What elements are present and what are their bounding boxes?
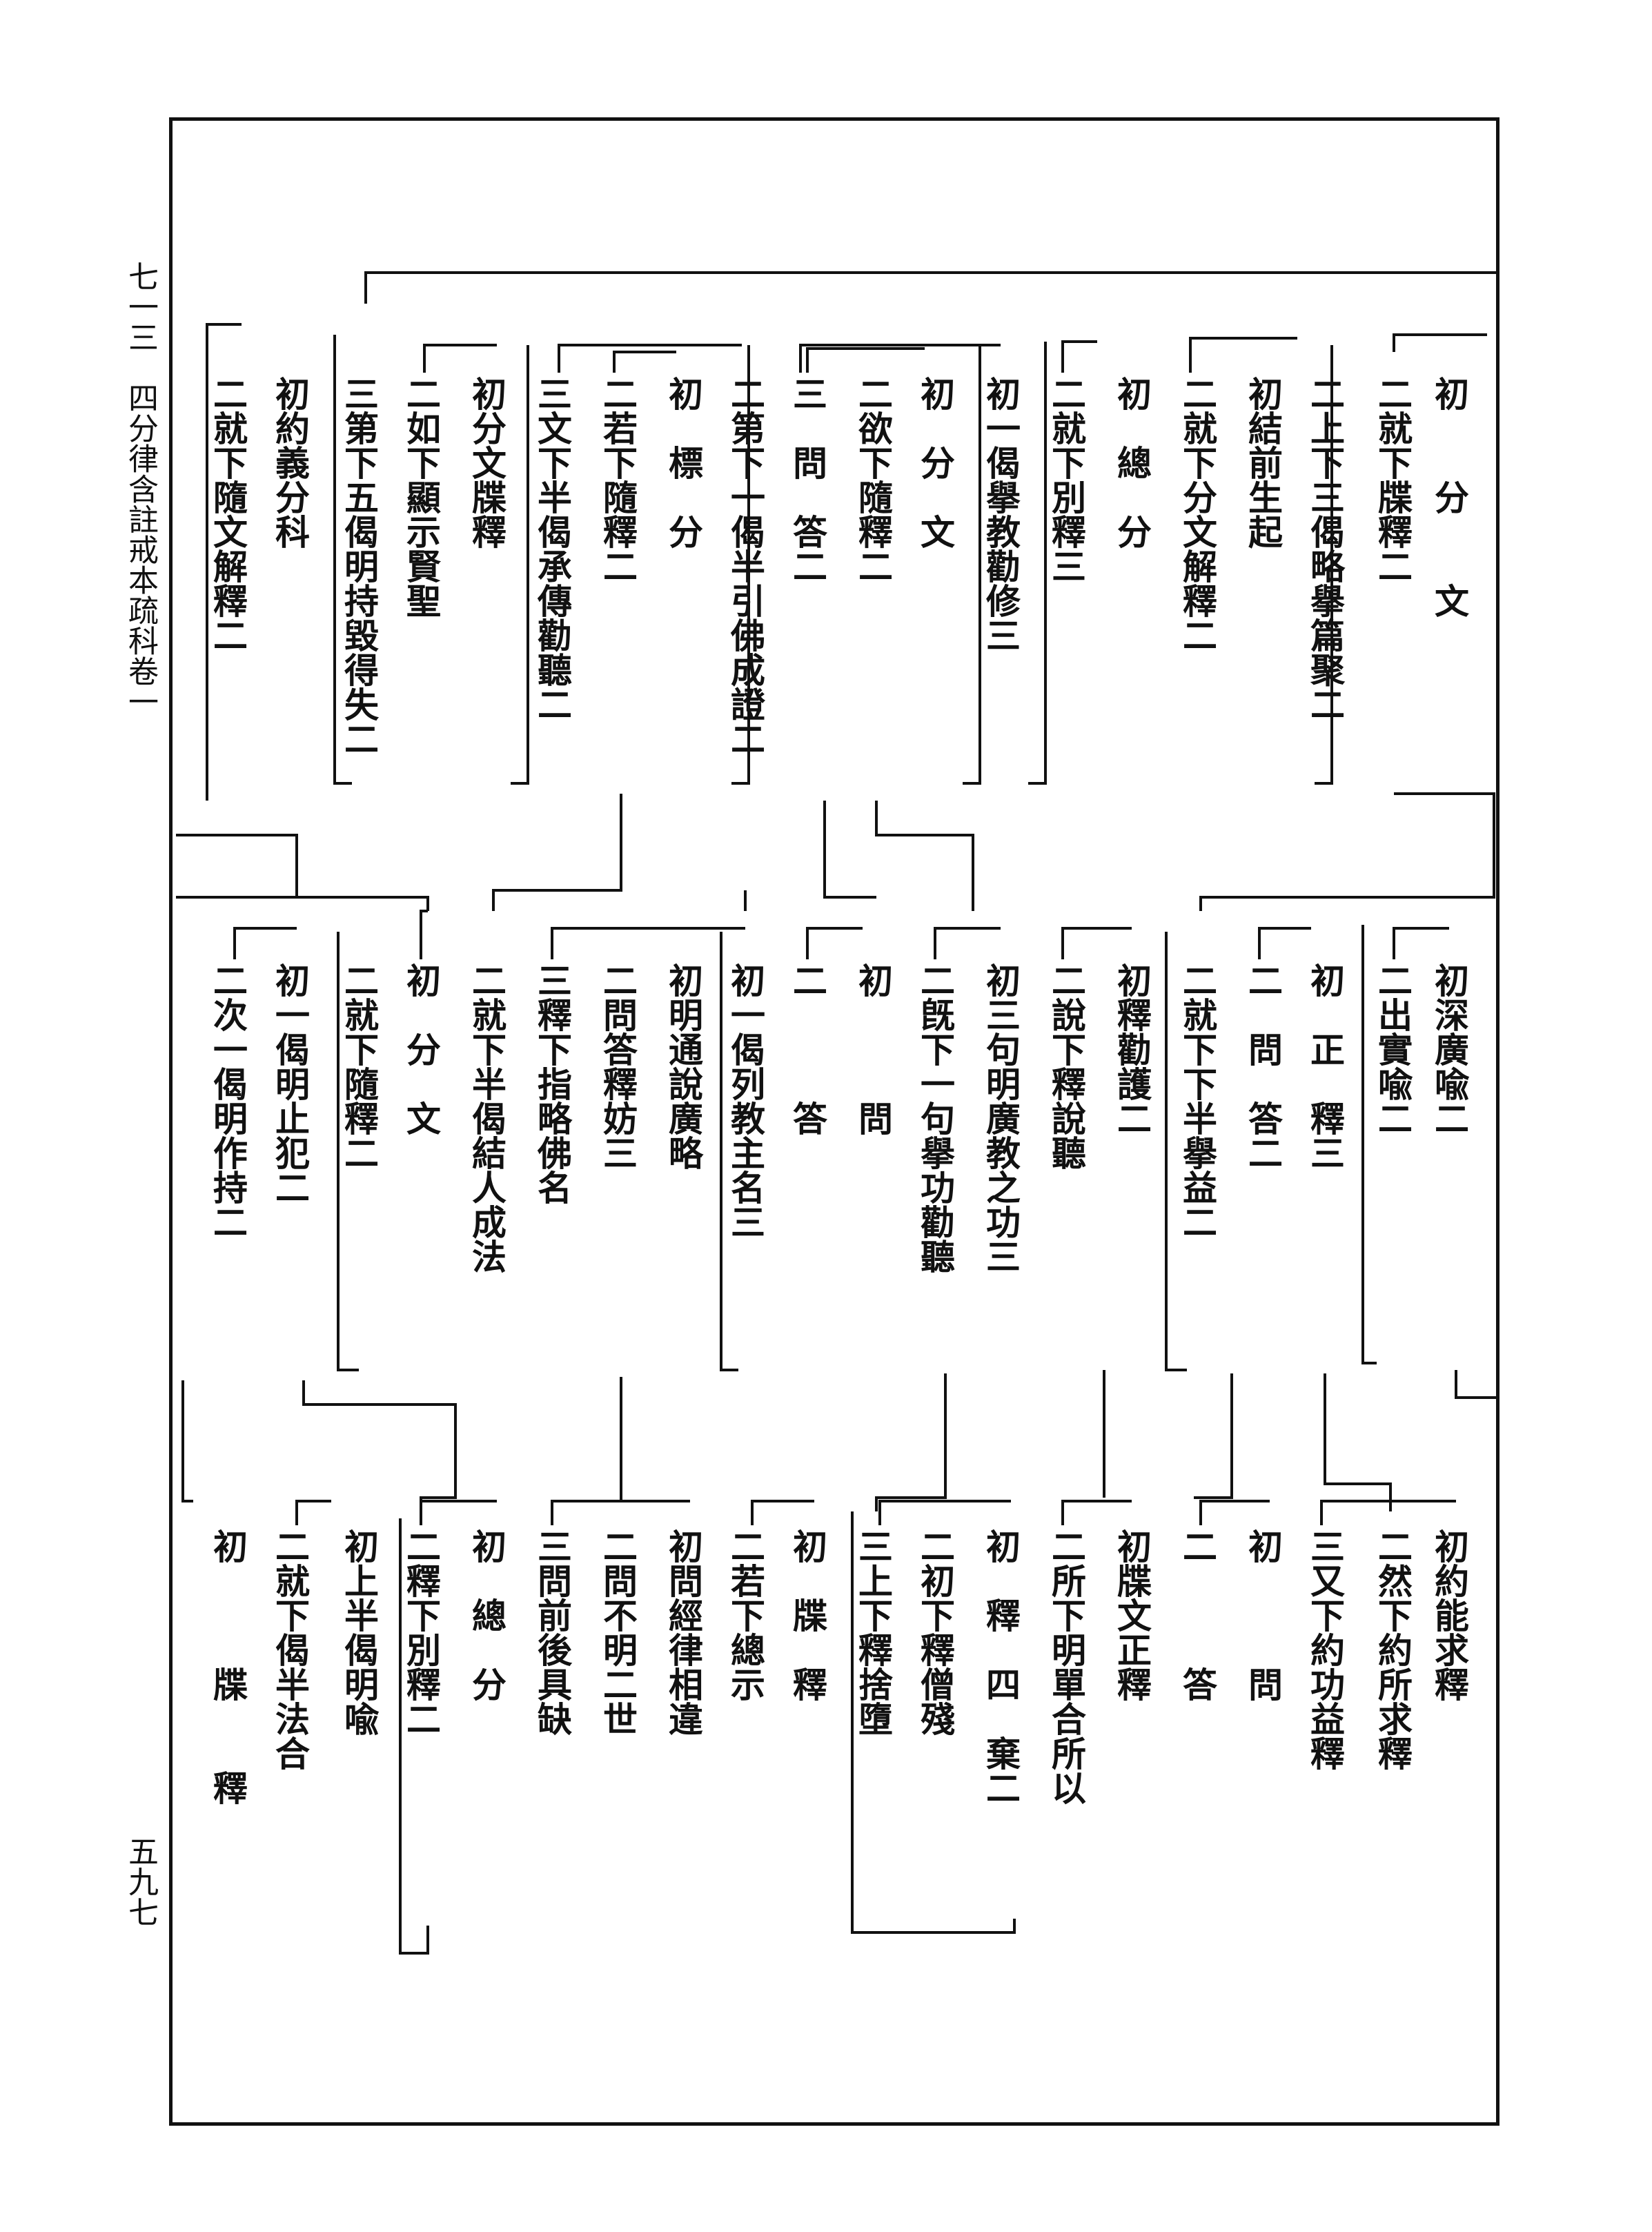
outline-entry-r3c16: 初 總 分: [466, 1529, 507, 1701]
outline-entry-r3c05: 二 答: [1177, 1529, 1218, 1701]
outline-entry-r2c02: 二出實喩二: [1373, 963, 1413, 1135]
outline-entry-r2c09: 二旣下一句擧功勸聽: [915, 963, 956, 1273]
margin-page-number: 五九七: [123, 1836, 158, 1927]
outline-entry-r1c01: 初 分 文: [1429, 376, 1470, 618]
outline-entry-r3c10: 三上下釋捨墮: [853, 1529, 894, 1736]
outline-entry-r1c05: 二就下分文解釋二: [1177, 376, 1218, 652]
outline-entry-r2c14: 二問答釋妨三: [598, 963, 638, 1170]
outline-entry-r3c13: 初問經律相違: [663, 1529, 704, 1736]
outline-entry-r1c12: 二第下一偈半引佛成證二: [725, 376, 766, 756]
outline-entry-r2c07: 二說下釋說聽: [1046, 963, 1087, 1170]
outline-entry-r3c07: 二所下明單合所以: [1046, 1529, 1087, 1805]
outline-entry-r1c06: 初 總 分: [1112, 376, 1152, 549]
outline-entry-r2c12: 初一偈列教主名三: [725, 963, 766, 1239]
outline-entry-r2c03: 初 正 釋三: [1305, 963, 1346, 1170]
outline-entry-r1c13: 初 標 分: [663, 376, 704, 549]
outline-entry-r2c20: 二次一偈明作持二: [208, 963, 248, 1239]
outline-entry-r3c06: 初牒文正釋: [1112, 1529, 1152, 1701]
outline-entry-r3c20: 初 牒 釋: [208, 1529, 248, 1805]
outline-entry-r3c15: 三問前後具缺: [532, 1529, 573, 1736]
outline-entry-r3c04: 初 問: [1243, 1529, 1284, 1701]
outline-entry-r3c01: 初約能求釋: [1429, 1529, 1470, 1701]
outline-entry-r2c18: 二就下隨釋二: [339, 963, 380, 1170]
outline-entry-r3c02: 二然下約所求釋: [1373, 1529, 1413, 1770]
outline-entry-r2c16: 二就下半偈結人成法: [466, 963, 507, 1273]
outline-entry-r3c14: 二問不明二世: [598, 1529, 638, 1736]
outline-entry-r1c02: 二就下牒釋二: [1373, 376, 1413, 583]
outline-entry-r2c10: 初 問: [853, 963, 894, 1135]
outline-entry-r3c03: 三又下約功益釋: [1305, 1529, 1346, 1770]
outline-entry-r1c15: 三文下半偈承傳勸聽二: [532, 376, 573, 721]
page-frame: [169, 117, 1499, 2126]
outline-entry-r3c08: 初 釋 四 棄二: [981, 1529, 1021, 1805]
outline-entry-r1c17: 二如下顯示賢聖: [401, 376, 442, 618]
outline-entry-r2c08: 初三句明廣教之功三: [981, 963, 1021, 1273]
outline-entry-r1c20: 二就下隨文解釋二: [208, 376, 248, 652]
outline-entry-r1c03: 二上下三偈略擧篇聚二: [1305, 376, 1346, 721]
outline-entry-r1c10: 二欲下隨釋二: [853, 376, 894, 583]
outline-entry-r2c17: 初 分 文: [401, 963, 442, 1135]
margin-header: 七一三 四分律含註戒本疏科卷一: [123, 261, 158, 716]
outline-entry-r1c16: 初分文牒釋: [466, 376, 507, 549]
outline-entry-r3c11: 初 牒 釋: [787, 1529, 828, 1701]
outline-entry-r3c18: 初上半偈明喩: [339, 1529, 380, 1736]
outline-entry-r3c12: 二若下總示: [725, 1529, 766, 1701]
outline-entry-r2c11: 二 答: [787, 963, 828, 1135]
outline-entry-r3c19: 二就下偈半法合: [270, 1529, 311, 1770]
outline-entry-r1c11: 三 問 答二: [787, 376, 828, 583]
outline-entry-r3c09: 二初下釋僧殘: [915, 1529, 956, 1736]
outline-entry-r2c06: 初釋勸護二: [1112, 963, 1152, 1135]
outline-entry-r2c19: 初一偈明止犯二: [270, 963, 311, 1204]
outline-entry-r1c07: 二就下別釋三: [1046, 376, 1087, 583]
outline-entry-r2c05: 二就下下半擧益二: [1177, 963, 1218, 1239]
outline-entry-r1c19: 初約義分科: [270, 376, 311, 549]
outline-entry-r1c18: 三第下五偈明持毀得失二: [339, 376, 380, 756]
outline-entry-r1c04: 初結前生起: [1243, 376, 1284, 549]
outline-entry-r1c09: 初 分 文: [915, 376, 956, 549]
outline-entry-r3c17: 二釋下別釋二: [401, 1529, 442, 1736]
outline-entry-r2c13: 初明通說廣略: [663, 963, 704, 1170]
outline-entry-r2c15: 三釋下指略佛名: [532, 963, 573, 1204]
outline-entry-r2c01: 初深廣喩二: [1429, 963, 1470, 1135]
outline-entry-r1c14: 二若下隨釋二: [598, 376, 638, 583]
outline-entry-r1c08: 初一偈擧教勸修三: [981, 376, 1021, 652]
outline-entry-r2c04: 二 問 答二: [1243, 963, 1284, 1170]
